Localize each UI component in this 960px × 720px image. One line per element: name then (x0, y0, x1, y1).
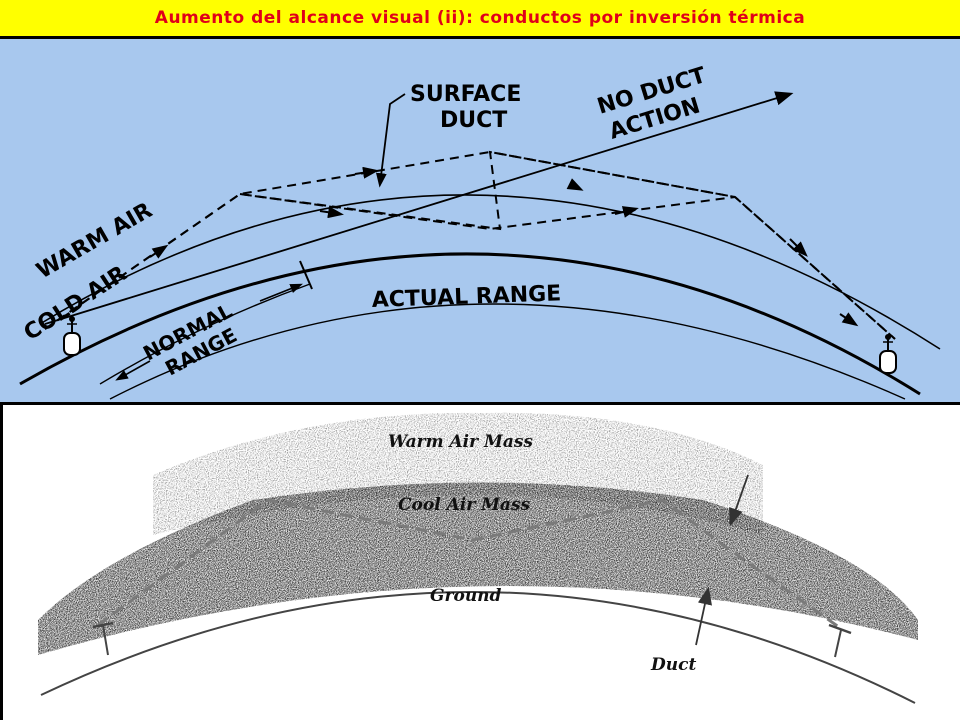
normal-range-arrow-right (259, 283, 303, 302)
duct-arrow-down (729, 474, 749, 527)
surface-duct-pointer (375, 93, 406, 188)
duct-arrow-up (695, 586, 712, 646)
ray-arrow (354, 166, 379, 179)
duct-path (97, 498, 844, 632)
ground-label: Ground (430, 586, 502, 606)
earth-surface-arc (19, 252, 921, 396)
warm-air-boundary-arc (39, 194, 941, 350)
ray-arrow (149, 244, 169, 259)
no-duct-ray (44, 91, 794, 325)
ray-arrow (839, 312, 859, 327)
title-bar: Aumento del alcance visual (ii): conduct… (0, 0, 960, 39)
actual-range-label: ACTUAL RANGE (371, 281, 561, 313)
ground-arc (40, 590, 916, 704)
surface-duct-label-1: SURFACE (410, 82, 521, 107)
antenna-right-icon (879, 334, 897, 374)
duct-ray-path-2 (44, 150, 896, 340)
warm-air-mass-label: Warm Air Mass (388, 432, 533, 452)
ray-arrow (614, 206, 639, 218)
ray-arrow (566, 178, 584, 191)
surface-duct-label-2: DUCT (440, 108, 507, 133)
air-mass-svg: Warm Air Mass Cool Air Mass Ground Duct (38, 412, 918, 704)
actual-range-arc (109, 303, 906, 400)
air-mass-duct-diagram: Warm Air Mass Cool Air Mass Ground Duct (0, 402, 960, 720)
normal-range-arc (99, 283, 311, 385)
normal-range-arrow (115, 360, 151, 381)
ray-arrow (319, 206, 344, 219)
antenna-left-icon (63, 316, 81, 356)
cool-air-mass-label: Cool Air Mass (398, 495, 531, 515)
antenna-right-icon (828, 623, 852, 658)
slide-title: Aumento del alcance visual (ii): conduct… (154, 8, 806, 28)
surface-duct-svg: SURFACE DUCT NO DUCT ACTION WARM AIR COL… (19, 63, 941, 400)
antenna-left-icon (92, 621, 114, 656)
ray-arrow (789, 238, 808, 257)
normal-range-tick (299, 260, 313, 290)
duct-label: Duct (650, 655, 696, 675)
surface-duct-diagram: SURFACE DUCT NO DUCT ACTION WARM AIR COL… (0, 39, 960, 402)
